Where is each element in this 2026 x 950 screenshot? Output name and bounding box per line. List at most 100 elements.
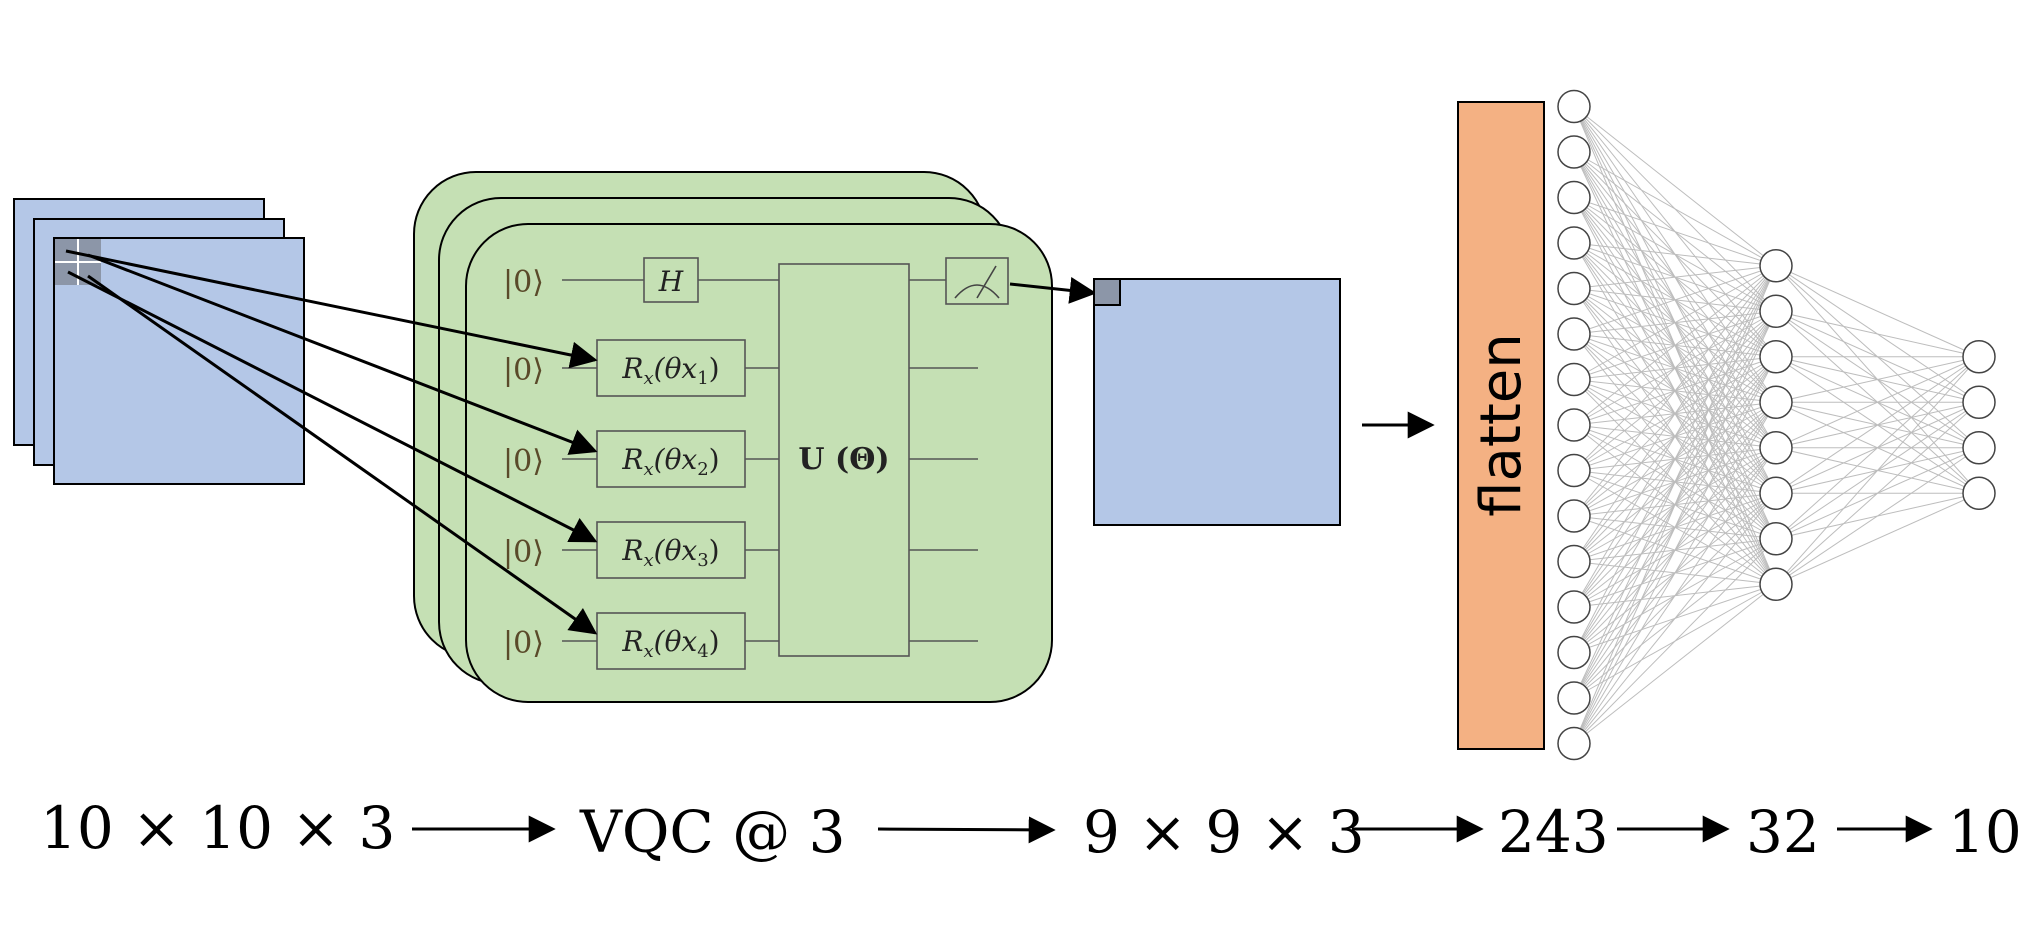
encoding-arrow-3: [67, 270, 598, 543]
network-edge-1-6-0: [1775, 356, 1980, 540]
hadamard-label: H: [658, 265, 684, 298]
network-edges: [1573, 106, 1980, 744]
network-edge-1-7-2: [1775, 447, 1980, 585]
encoding-arrow-4: [87, 274, 598, 635]
neuron-layer2-2: [1962, 431, 1996, 465]
neuron-layer0-2: [1557, 180, 1591, 215]
network-edge-0-14-3: [1573, 401, 1777, 744]
network-edge-0-10-0: [1573, 265, 1777, 562]
qubit-4-state: |0⟩: [503, 626, 544, 661]
flatten-label: flatten: [1469, 333, 1534, 516]
neuron-layer0-3: [1557, 226, 1591, 260]
network-edge-0-4-0: [1573, 265, 1777, 289]
network-edge-1-7-3: [1775, 492, 1980, 585]
network-edge-0-11-0: [1573, 265, 1777, 608]
pipeline-flat: 243: [1498, 798, 1609, 866]
rx-gate-2: Rx(θx2): [596, 430, 746, 488]
qubit-1-state: |0⟩: [503, 353, 544, 388]
neuron-layer0-7: [1557, 408, 1591, 442]
unitary-label: U (Θ): [798, 442, 889, 477]
neuron-layer0-8: [1557, 453, 1591, 488]
qubit-state-labels: |0⟩ |0⟩ |0⟩ |0⟩ |0⟩: [503, 265, 544, 661]
neuron-layer1-4: [1759, 431, 1793, 465]
neuron-layer1-5: [1759, 476, 1793, 510]
network-edge-0-6-0: [1573, 265, 1777, 380]
network-edge-0-8-0: [1573, 265, 1777, 471]
svg-text:Rx(θx3): Rx(θx3): [621, 534, 719, 571]
neuron-layer0-0: [1557, 89, 1591, 124]
pipeline-arrow-2: [877, 816, 1056, 844]
neuron-layer0-1: [1557, 135, 1591, 169]
network-edge-0-13-0: [1573, 265, 1777, 699]
neuron-layer2-3: [1962, 476, 1996, 510]
pipeline-output: 10: [1948, 798, 2022, 866]
network-edge-1-7-0: [1775, 356, 1980, 585]
network-edge-0-14-6: [1573, 538, 1777, 744]
network-edge-1-0-0: [1775, 265, 1980, 358]
network-edge-0-14-1: [1573, 311, 1777, 744]
neuron-layer1-2: [1759, 340, 1793, 374]
network-edge-0-14-4: [1573, 447, 1777, 744]
measurement-icon: [945, 257, 1009, 305]
neuron-layer2-0: [1962, 340, 1996, 374]
rx-gate-1: Rx(θx1): [596, 339, 746, 397]
network-edge-0-9-0: [1573, 265, 1777, 517]
neuron-layer0-11: [1557, 590, 1591, 624]
network-edge-0-14-2: [1573, 356, 1777, 744]
neuron-layer2-1: [1962, 385, 1996, 419]
hadamard-gate: H: [643, 257, 699, 303]
encoding-arrows: [65, 249, 598, 635]
encoding-arrow-2: [87, 253, 598, 455]
neuron-layer0-5: [1557, 317, 1591, 351]
input-image-stack: [13, 198, 305, 485]
network-edge-1-7-1: [1775, 401, 1980, 585]
neuron-layer1-1: [1759, 294, 1793, 328]
vqc-filter-stack: |0⟩ |0⟩ |0⟩ |0⟩ |0⟩ H Rx(θx1) Rx(θx2): [413, 171, 1053, 703]
network-edge-0-14-0: [1573, 265, 1777, 744]
feature-map-image: [1093, 278, 1341, 526]
neuron-layer0-9: [1557, 499, 1591, 533]
network-edge-0-12-0: [1573, 265, 1777, 653]
neuron-layer0-4: [1557, 271, 1591, 306]
encoding-arrow-1: [65, 249, 598, 369]
pipeline-vqc: VQC @ 3: [579, 798, 846, 866]
network-edge-0-3-0: [1573, 242, 1777, 267]
neuron-layer0-12: [1557, 635, 1591, 670]
neuron-layer0-6: [1557, 362, 1591, 397]
neuron-layer0-10: [1557, 544, 1591, 579]
rx-gate-3: Rx(θx3): [596, 521, 746, 579]
network-edge-0-2-0: [1573, 197, 1777, 267]
feature-map-pixel: [1093, 278, 1121, 306]
pipeline-row: 10 × 10 × 3 VQC @ 3 9 × 9 × 3 243 32 10: [40, 794, 2022, 866]
network-edge-1-5-0: [1775, 356, 1980, 494]
network-edge-0-0-0: [1573, 106, 1777, 267]
network-edge-1-1-0: [1775, 310, 1980, 358]
network-edge-0-14-5: [1573, 492, 1777, 744]
qubit-2-state: |0⟩: [503, 444, 544, 479]
qubit-3-state: |0⟩: [503, 535, 544, 570]
network-edge-0-14-7: [1573, 583, 1777, 744]
neuron-layer1-0: [1759, 249, 1793, 283]
neuron-layer1-7: [1759, 567, 1793, 601]
neuron-layer1-6: [1759, 522, 1793, 556]
network-edge-0-7-0: [1573, 265, 1777, 426]
unitary-block: U (Θ): [778, 263, 910, 657]
pipeline-hidden: 32: [1746, 798, 1820, 866]
neuron-layer1-3: [1759, 385, 1793, 419]
svg-text:Rx(θx4): Rx(θx4): [621, 625, 719, 662]
network-edge-0-1-0: [1573, 151, 1777, 267]
neuron-layer0-13: [1557, 681, 1591, 715]
pipeline-input-shape: 10 × 10 × 3: [40, 794, 395, 862]
network-nodes: [1557, 89, 1996, 761]
network-edge-1-3-0: [1775, 356, 1980, 403]
flatten-layer: flatten: [1457, 101, 1545, 750]
qubit-0-state: |0⟩: [503, 265, 544, 300]
neuron-layer0-14: [1557, 726, 1591, 761]
feature-map: [1093, 278, 1341, 526]
pipeline-feature-shape: 9 × 9 × 3: [1083, 798, 1365, 866]
svg-text:Rx(θx1): Rx(θx1): [621, 352, 719, 389]
svg-text:Rx(θx2): Rx(θx2): [621, 443, 719, 480]
measurement-to-pixel-arrow: [1009, 276, 1097, 304]
rx-gate-4: Rx(θx4): [596, 612, 746, 670]
